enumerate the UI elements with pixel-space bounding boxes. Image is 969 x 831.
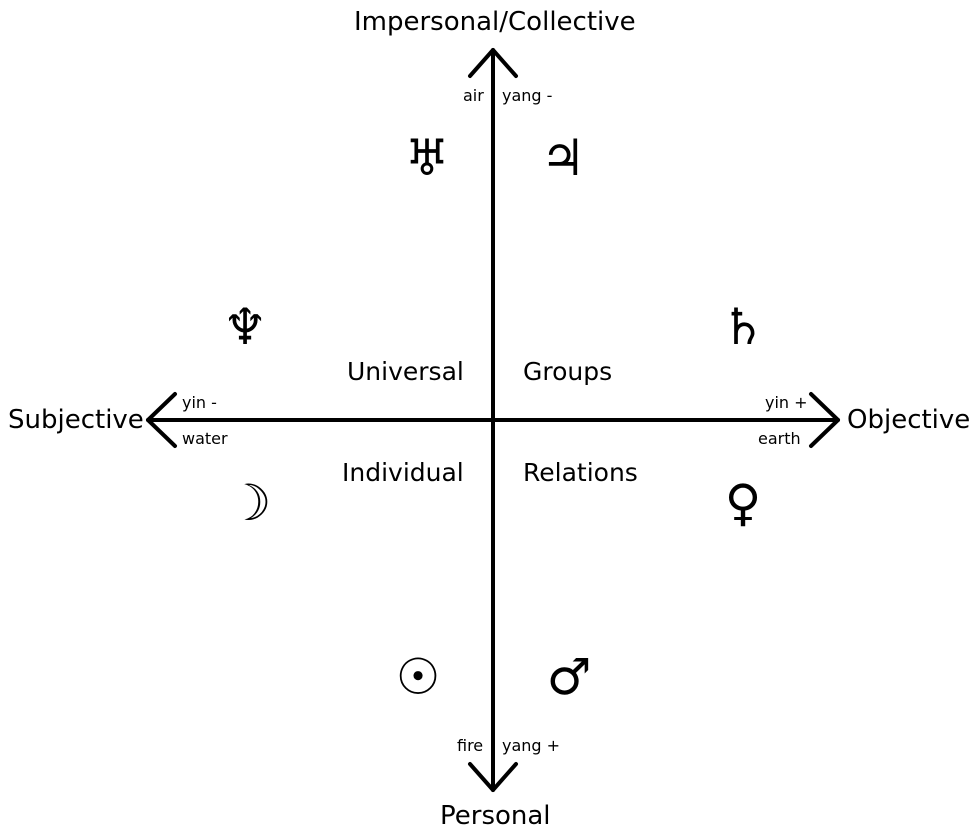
arrow-left-icon	[146, 392, 177, 448]
venus-icon: ♀	[724, 474, 762, 532]
label-yang-minus: yang -	[502, 86, 553, 105]
mars-icon: ♂	[546, 648, 592, 706]
label-water: water	[182, 429, 228, 448]
sun-icon: ☉	[395, 648, 441, 706]
quadrant-label-groups: Groups	[523, 357, 613, 386]
arrow-down-icon	[468, 762, 518, 792]
quadrant-label-universal: Universal	[347, 357, 464, 386]
label-yin-minus: yin -	[182, 393, 217, 412]
quadrant-label-relations: Relations	[523, 458, 638, 487]
arrow-up-icon	[468, 48, 518, 78]
axis-title-right: Objective	[847, 405, 969, 435]
saturn-icon: ♄	[720, 298, 766, 356]
axis-title-left: Subjective	[8, 405, 144, 435]
label-yang-plus: yang +	[502, 736, 561, 755]
uranus-icon: ♅	[404, 129, 450, 187]
arrow-right-icon	[809, 392, 840, 448]
label-yin-plus: yin +	[765, 393, 808, 412]
axis-title-bottom: Personal	[440, 801, 551, 831]
label-earth: earth	[758, 429, 801, 448]
moon-icon: ☽	[226, 474, 272, 532]
quadrant-label-individual: Individual	[342, 458, 464, 487]
neptune-icon: ♆	[222, 298, 268, 356]
label-air: air	[463, 86, 484, 105]
axis-title-top: Impersonal/Collective	[354, 7, 636, 37]
jupiter-icon: ♃	[540, 129, 586, 187]
label-fire: fire	[457, 736, 484, 755]
